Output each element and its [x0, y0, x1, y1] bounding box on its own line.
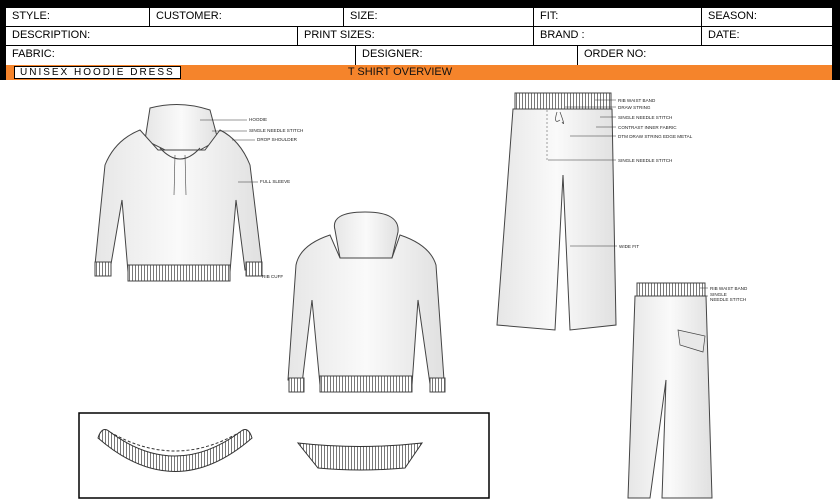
callout-side-needle-stitch: NEEDLE STITCH [710, 297, 746, 302]
header-right-edge [832, 7, 840, 80]
hoodie-back-sketch [287, 211, 446, 393]
brand-field[interactable]: BRAND : [534, 27, 702, 46]
overview-title: T SHIRT OVERVIEW [347, 66, 453, 78]
callout-rib-cuff: RIB CUFF [262, 274, 283, 279]
callout-pants-single-needle-stitch: SINGLE NEEDLE STITCH [618, 115, 672, 120]
neck-rib-detail [97, 429, 253, 472]
header-row-1: STYLE: CUSTOMER: SIZE: FIT: SEASON: [6, 7, 832, 27]
fabric-field[interactable]: FABRIC: [6, 46, 356, 65]
cuff-rib-detail [296, 442, 424, 471]
designer-field[interactable]: DESIGNER: [356, 46, 578, 65]
date-field[interactable]: DATE: [708, 29, 740, 41]
hoodie-callout-lines [200, 119, 260, 277]
header-row-2: DESCRIPTION: PRINT SIZES: BRAND : DATE: [6, 26, 832, 46]
header-top-bar [0, 0, 840, 7]
rib-detail-box [78, 412, 490, 499]
pants-front-sketch [496, 92, 617, 331]
order-no-field[interactable]: ORDER NO: [584, 48, 647, 60]
callout-contrast-inner-fabric: CONTRAST INNER FABRIC [618, 125, 677, 130]
style-field[interactable]: STYLE: [6, 8, 150, 27]
callout-side-single: SINGLE [710, 292, 727, 297]
callout-drop-shoulder: DROP SHOULDER [257, 137, 298, 142]
pants-front-callout-lines [548, 99, 617, 247]
style-name-tag: UNISEX HOODIE DRESS [14, 66, 181, 79]
callout-dtm-draw-string-edge-metal: DTM DRAW STRING EDGE METAL [618, 134, 693, 139]
fit-field[interactable]: FIT: [534, 8, 702, 27]
season-field[interactable]: SEASON: [708, 10, 757, 22]
callout-rib-waist-band: RIB WAIST BAND [618, 98, 656, 103]
callout-side-rib-waist-band: RIB WAIST BAND [710, 286, 748, 291]
hoodie-front-sketch [94, 104, 263, 282]
callout-wide-fit: WIDE FIT [619, 244, 639, 249]
description-field[interactable]: DESCRIPTION: [6, 27, 298, 46]
callout-pants-single-needle-stitch-2: SINGLE NEEDLE STITCH [618, 158, 672, 163]
size-field[interactable]: SIZE: [344, 8, 534, 27]
header-row-3: FABRIC: DESIGNER: ORDER NO: [6, 45, 832, 66]
pants-side-sketch [627, 282, 713, 499]
callout-single-needle-stitch: SINGLE NEEDLE STITCH [249, 128, 303, 133]
callout-draw-string: DRAW STRING [618, 105, 651, 110]
pants-side-callout-lines [700, 287, 708, 297]
overview-band [6, 65, 832, 80]
spec-header: STYLE: CUSTOMER: SIZE: FIT: SEASON: DESC… [0, 0, 840, 82]
print-sizes-field[interactable]: PRINT SIZES: [298, 27, 534, 46]
customer-field[interactable]: CUSTOMER: [150, 8, 344, 27]
callout-hoodie: HOODIE [249, 117, 267, 122]
header-left-edge [0, 7, 6, 80]
callout-full-sleeve: FULL SLEEVE [260, 179, 290, 184]
